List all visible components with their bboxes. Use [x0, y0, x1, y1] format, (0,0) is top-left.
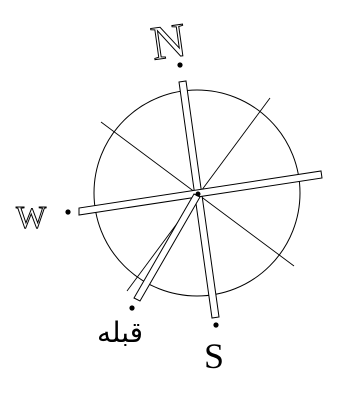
north-label: N — [148, 13, 190, 70]
east-west-bar — [78, 170, 323, 216]
center-point — [195, 191, 201, 197]
south-label: S — [204, 336, 224, 376]
compass-circle — [93, 89, 301, 297]
west-dot — [65, 209, 71, 215]
south-dot — [213, 322, 219, 328]
west-label: W — [16, 199, 47, 235]
qibla-dot — [129, 305, 135, 311]
qibla-label: قبله — [97, 316, 143, 349]
north-dot — [177, 62, 183, 68]
qibla-pointer — [133, 193, 201, 302]
